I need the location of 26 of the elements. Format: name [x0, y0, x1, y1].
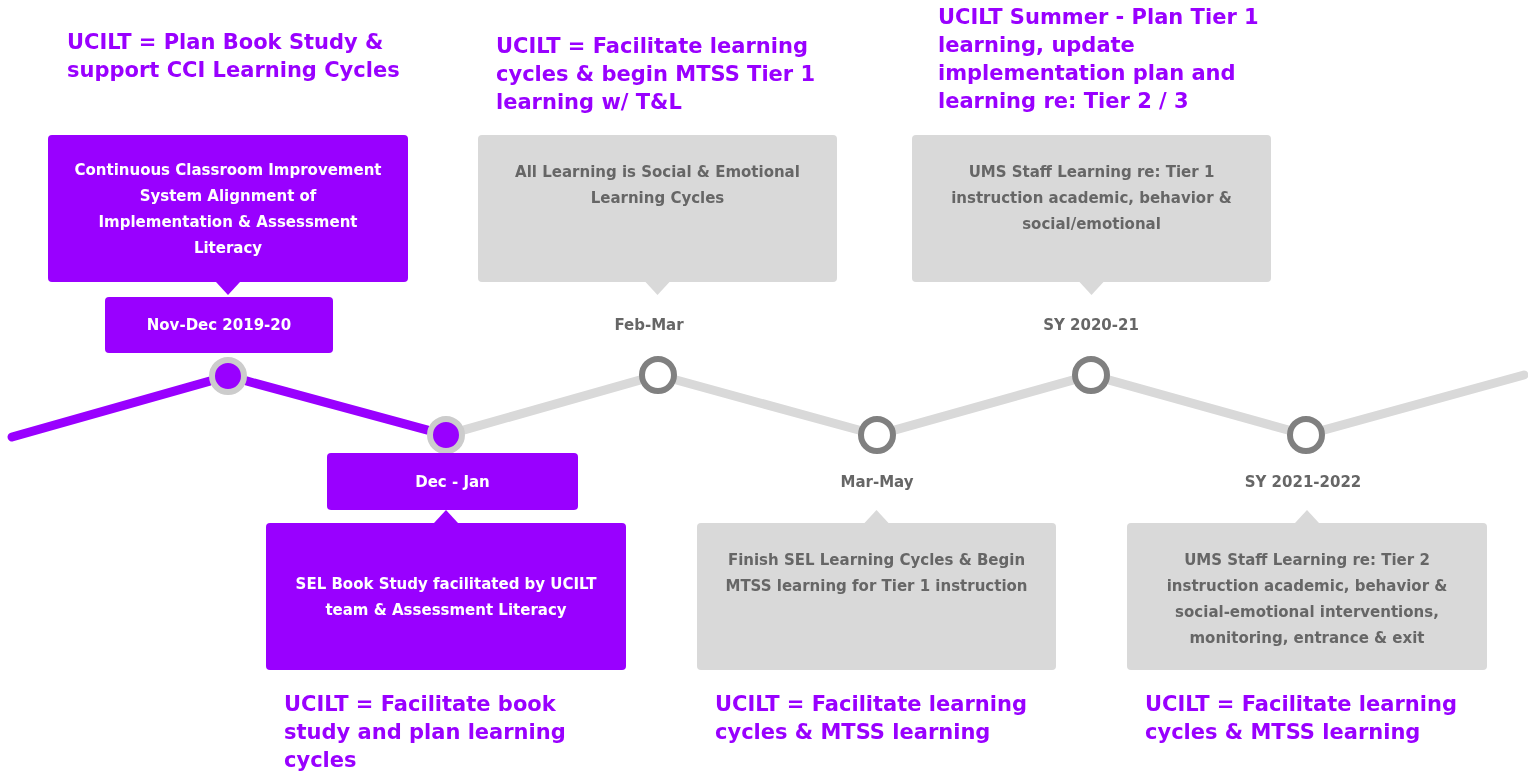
callout-box: All Learning is Social & Emotional Learning Cycles [478, 135, 837, 282]
heading-text: UCILT Summer - Plan Tier 1 learning, update implementation plan and learning re: Tier 2 / 3 [938, 4, 1260, 115]
heading-text: UCILT = Facilitate learning cycles & begin MTSS Tier 1 learning w/ T&L [496, 33, 817, 116]
heading-text: UCILT = Facilitate learning cycles & MTSS learning [715, 691, 1028, 746]
callout-pointer [434, 510, 458, 523]
date-box: Continuous Classroom Improvement System Alignment of Implementation & Assessment Literacy [48, 135, 408, 282]
callout-box: UMS Staff Learning re: Tier 2 instruction academic, behavior & social-emotional interventions, monitoring, entrance & exit [1127, 523, 1487, 670]
date-label: SY 2021-2022 [1243, 473, 1363, 491]
timeline-marker [858, 416, 896, 454]
date-label: Mar-May [839, 473, 915, 491]
timeline-marker [639, 356, 677, 394]
timeline-marker [427, 416, 465, 454]
callout-pointer [216, 282, 240, 295]
date-box: SEL Book Study facilitated by UCILT team & Assessment Literacy [266, 523, 626, 670]
date-box: Dec - Jan [327, 453, 578, 510]
heading-text: UCILT = Facilitate learning cycles & MTSS learning [1145, 691, 1458, 746]
date-label: Feb-Mar [613, 316, 685, 334]
heading-text: UCILT = Plan Book Study & support CCI Learning Cycles [67, 29, 401, 84]
timeline-marker [1072, 356, 1110, 394]
date-box: Nov-Dec 2019-20 [105, 297, 333, 353]
callout-box: UMS Staff Learning re: Tier 1 instruction academic, behavior & social/emotional [912, 135, 1271, 282]
callout-box: Finish SEL Learning Cycles & Begin MTSS learning for Tier 1 instruction [697, 523, 1056, 670]
timeline-marker [209, 357, 247, 395]
timeline-marker [1287, 416, 1325, 454]
date-label: SY 2020-21 [1042, 316, 1140, 334]
heading-text: UCILT = Facilitate book study and plan learning cycles [284, 691, 567, 772]
